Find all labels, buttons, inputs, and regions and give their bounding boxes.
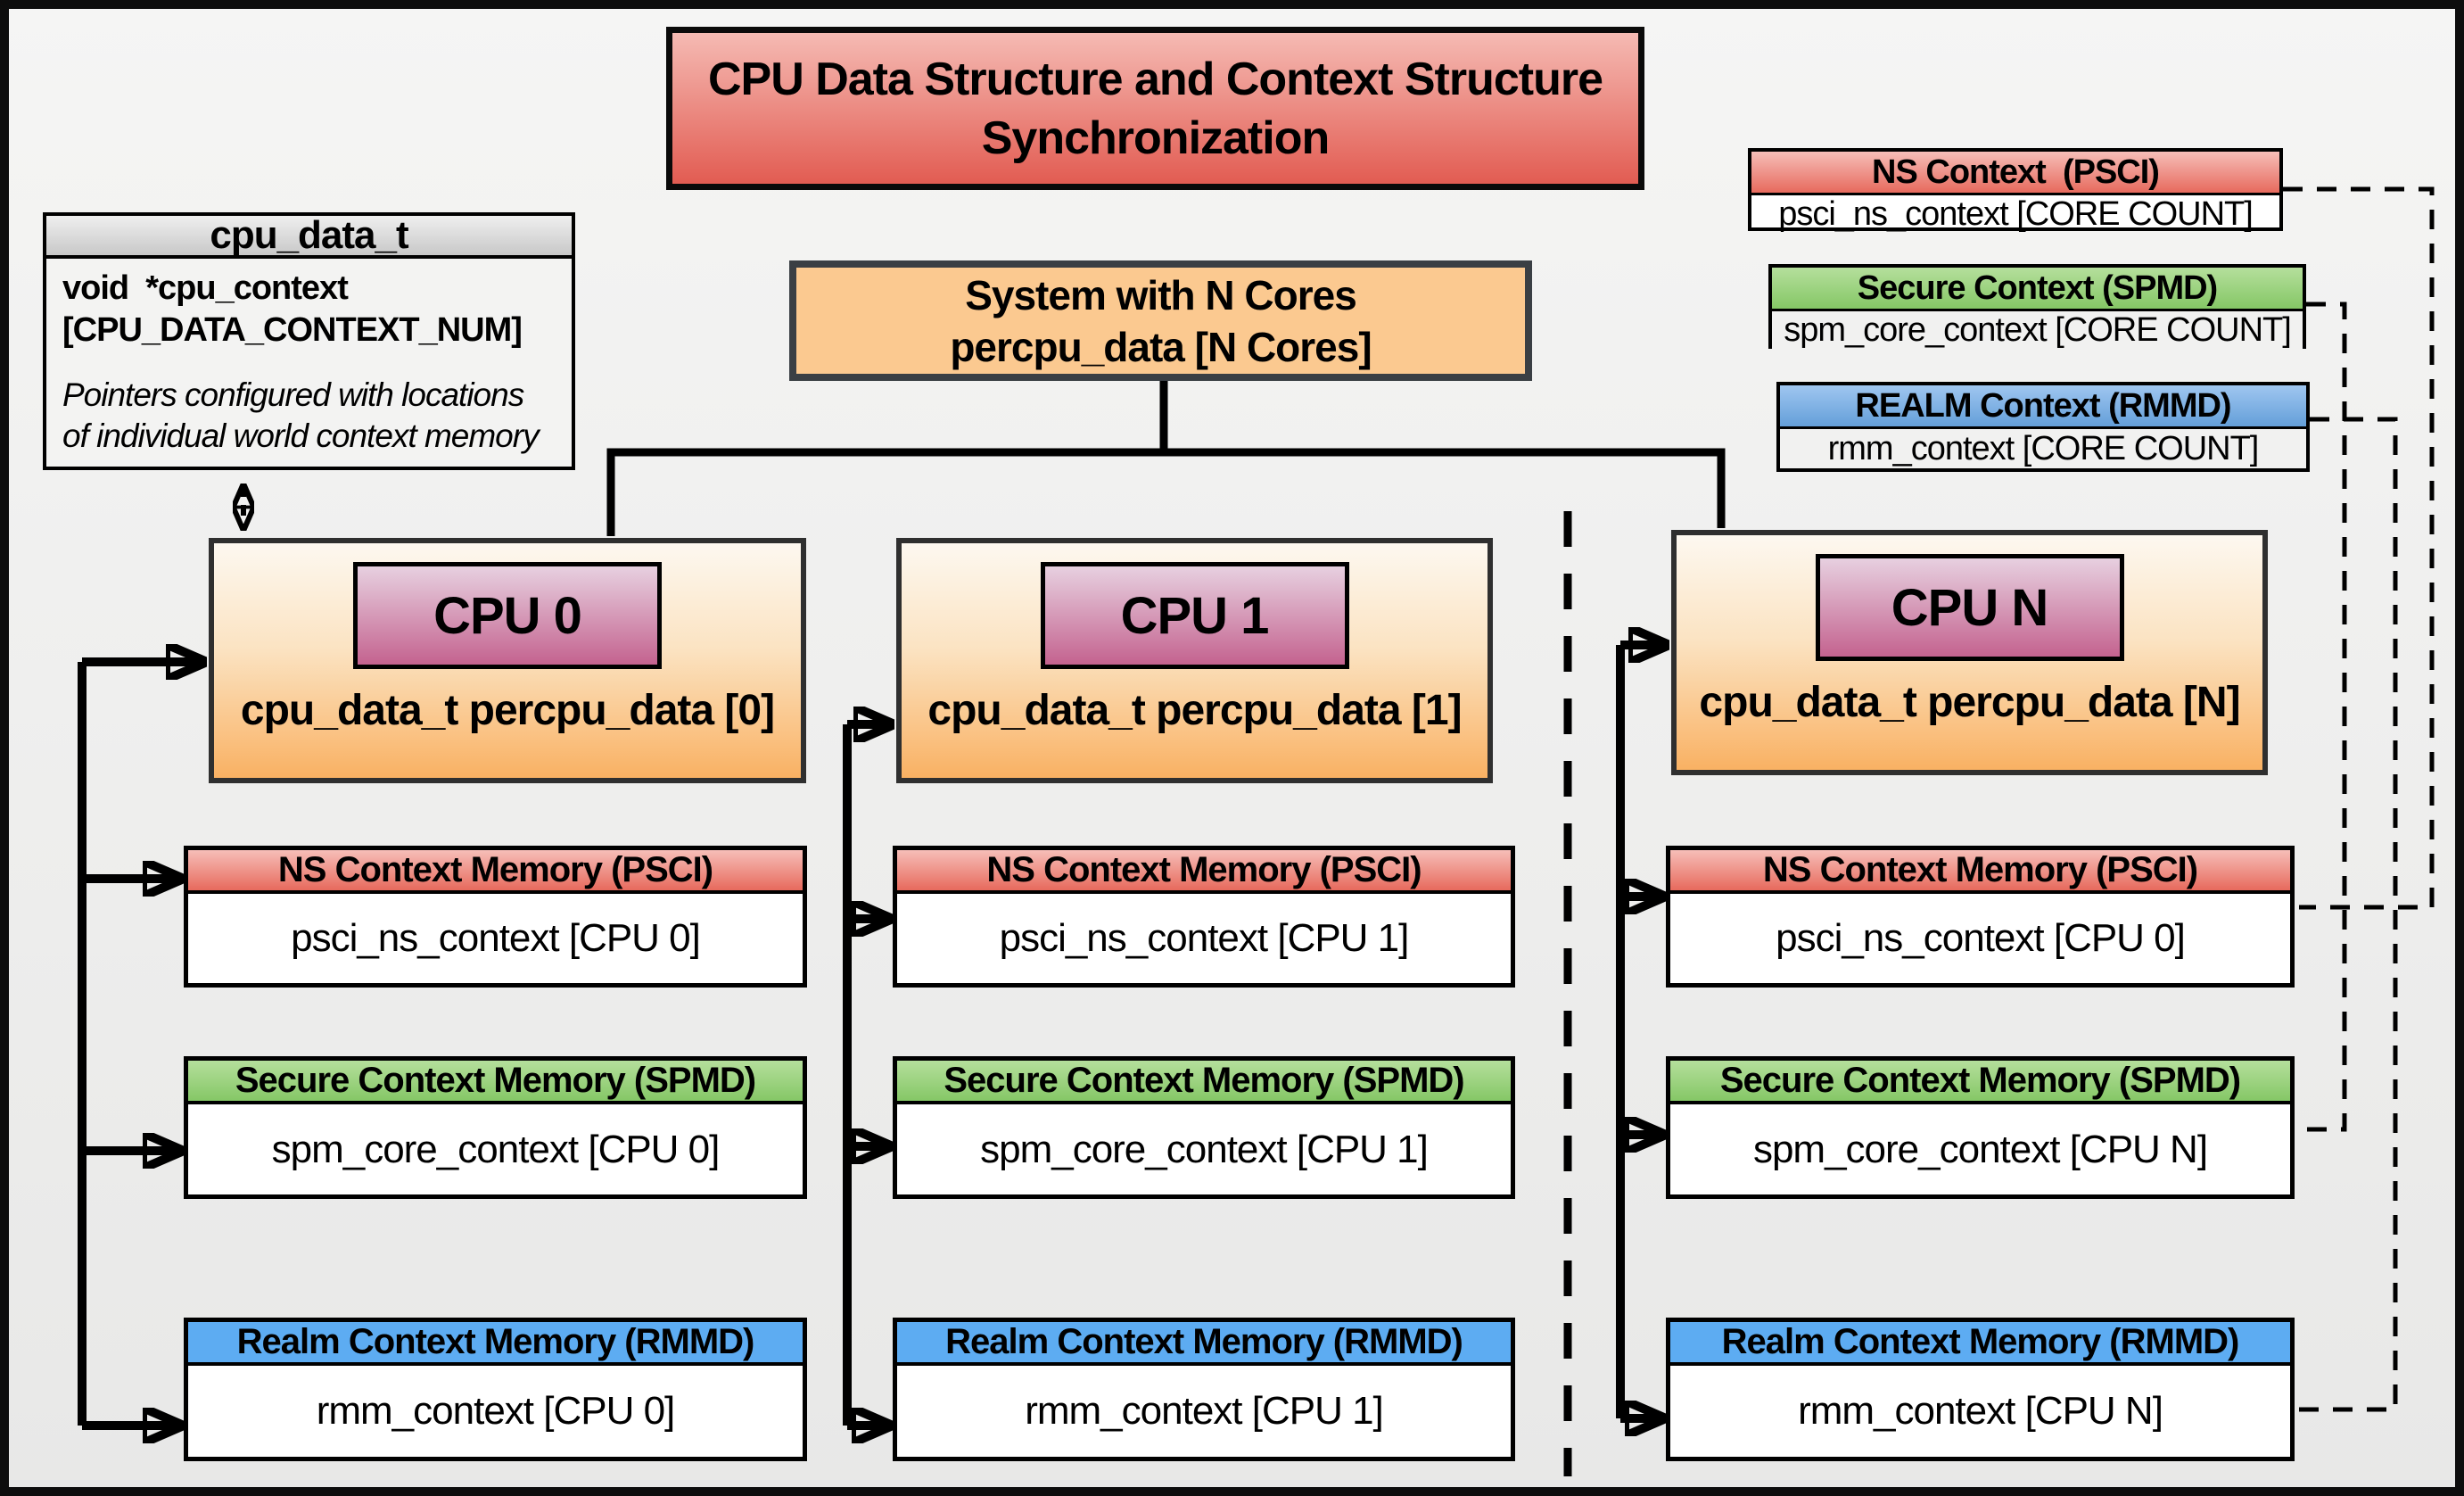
cpu0-ns-memory-header: NS Context Memory (PSCI) xyxy=(188,850,803,894)
legend-realm-context: REALM Context (RMMD) rmm_context [CORE C… xyxy=(1776,382,2310,472)
cpu1-box: CPU 1 cpu_data_t percpu_data [1] xyxy=(896,538,1493,783)
cpun-secure-memory-header: Secure Context Memory (SPMD) xyxy=(1670,1061,2290,1104)
cpu0-secure-memory-header: Secure Context Memory (SPMD) xyxy=(188,1061,803,1104)
legend-secure-context: Secure Context (SPMD) spm_core_context [… xyxy=(1768,264,2306,350)
cpu-data-t-header: cpu_data_t xyxy=(46,213,572,259)
cpu1-percpu-data-label: cpu_data_t percpu_data [1] xyxy=(927,687,1462,734)
cpu1-ns-memory-box: NS Context Memory (PSCI) psci_ns_context… xyxy=(893,846,1515,988)
cpun-realm-memory-value: rmm_context [CPU N] xyxy=(1670,1366,2290,1457)
cpun-secure-memory-box: Secure Context Memory (SPMD) spm_core_co… xyxy=(1666,1056,2295,1199)
cpu1-secure-memory-header: Secure Context Memory (SPMD) xyxy=(897,1061,1511,1104)
diagram-title: CPU Data Structure and Context Structure… xyxy=(666,27,1644,190)
cpun-secure-memory-value: spm_core_context [CPU N] xyxy=(1670,1104,2290,1194)
cpu1-realm-memory-value: rmm_context [CPU 1] xyxy=(897,1366,1511,1457)
cpu0-realm-memory-value: rmm_context [CPU 0] xyxy=(188,1366,803,1457)
legend-ns-header: NS Context (PSCI) xyxy=(1751,152,2279,195)
cpu1-secure-memory-value: spm_core_context [CPU 1] xyxy=(897,1104,1511,1194)
cpun-realm-memory-header: Realm Context Memory (RMMD) xyxy=(1670,1322,2290,1366)
system-box-line2: percpu_data [N Cores] xyxy=(950,323,1372,370)
cpu0-realm-memory-box: Realm Context Memory (RMMD) rmm_context … xyxy=(184,1318,807,1461)
cpu0-ns-memory-value: psci_ns_context [CPU 0] xyxy=(188,894,803,983)
branch-line xyxy=(606,448,1726,536)
cpu0-ns-memory-box: NS Context Memory (PSCI) psci_ns_context… xyxy=(184,846,807,988)
cpu1-realm-memory-box: Realm Context Memory (RMMD) rmm_context … xyxy=(893,1318,1515,1461)
cpu-data-t-field-line1: void *cpu_context xyxy=(62,269,349,307)
cpu1-realm-memory-header: Realm Context Memory (RMMD) xyxy=(897,1322,1511,1366)
cpu-data-t-body: void *cpu_context [CPU_DATA_CONTEXT_NUM]… xyxy=(46,259,572,457)
cpu0-box: CPU 0 cpu_data_t percpu_data [0] xyxy=(209,538,806,783)
cpu1-ns-memory-value: psci_ns_context [CPU 1] xyxy=(897,894,1511,983)
cpu1-secure-memory-box: Secure Context Memory (SPMD) spm_core_co… xyxy=(893,1056,1515,1199)
cpun-chip: CPU N xyxy=(1815,554,2124,661)
cpu1-chip: CPU 1 xyxy=(1040,562,1349,669)
cpu0-chip: CPU 0 xyxy=(353,562,662,669)
cpu0-percpu-data-label: cpu_data_t percpu_data [0] xyxy=(240,687,775,734)
legend-realm-header: REALM Context (RMMD) xyxy=(1780,385,2306,429)
system-box-line1: System with N Cores xyxy=(965,271,1357,318)
cpun-ns-memory-value: psci_ns_context [CPU 0] xyxy=(1670,894,2290,983)
dashed-link-realm xyxy=(2299,417,2398,1412)
cpu-data-t-box: cpu_data_t void *cpu_context [CPU_DATA_C… xyxy=(43,212,575,470)
cpu0-realm-memory-header: Realm Context Memory (RMMD) xyxy=(188,1322,803,1366)
cpu-data-t-note-line1: Pointers configured with locations xyxy=(62,376,524,413)
cpun-ns-memory-header: NS Context Memory (PSCI) xyxy=(1670,850,2290,894)
cpu-data-t-note-line2: of individual world context memory xyxy=(62,417,540,454)
cpun-ns-memory-box: NS Context Memory (PSCI) psci_ns_context… xyxy=(1666,846,2295,988)
cpun-box: CPU N cpu_data_t percpu_data [N] xyxy=(1671,530,2268,775)
cpu0-secure-memory-value: spm_core_context [CPU 0] xyxy=(188,1104,803,1194)
cpun-percpu-data-label: cpu_data_t percpu_data [N] xyxy=(1699,679,2240,726)
legend-secure-value: spm_core_context [CORE COUNT] xyxy=(1772,311,2303,350)
cpun-realm-memory-box: Realm Context Memory (RMMD) rmm_context … xyxy=(1666,1318,2295,1461)
cpu1-ns-memory-header: NS Context Memory (PSCI) xyxy=(897,850,1511,894)
cpu0-secure-memory-box: Secure Context Memory (SPMD) spm_core_co… xyxy=(184,1056,807,1199)
system-box: System with N Cores percpu_data [N Cores… xyxy=(789,260,1532,381)
cpu-data-t-field-line2: [CPU_DATA_CONTEXT_NUM] xyxy=(62,311,523,349)
diagram-title-line1: CPU Data Structure and Context Structure xyxy=(707,53,1603,105)
legend-ns-context: NS Context (PSCI) psci_ns_context [CORE … xyxy=(1748,148,2283,233)
legend-realm-value: rmm_context [CORE COUNT] xyxy=(1780,429,2306,468)
legend-secure-header: Secure Context (SPMD) xyxy=(1772,268,2303,311)
legend-ns-value: psci_ns_context [CORE COUNT] xyxy=(1778,195,2254,233)
diagram-title-line2: Synchronization xyxy=(981,112,1330,164)
